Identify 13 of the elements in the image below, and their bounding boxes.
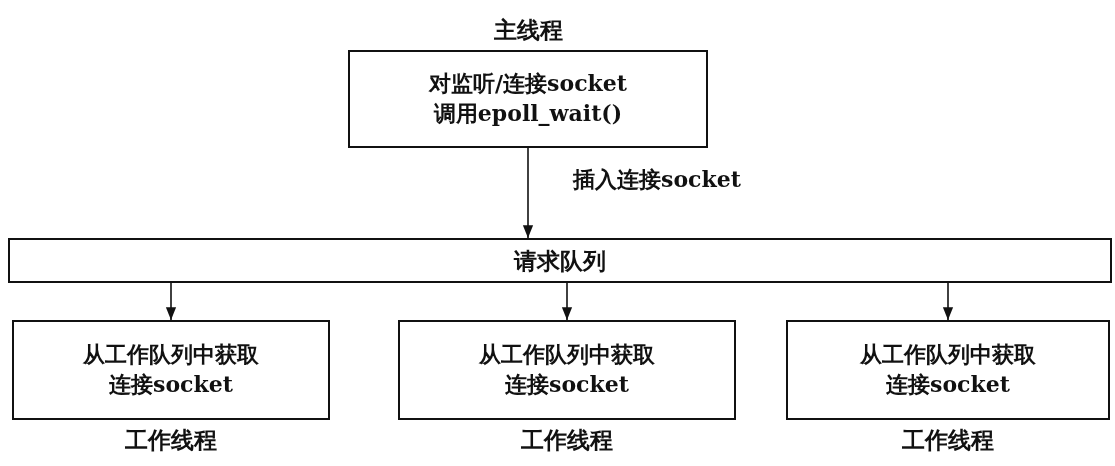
process-text: 从工作队列中获取连接socket: [478, 340, 656, 399]
process-text: 从工作队列中获取连接socket: [859, 340, 1037, 399]
process-text: 从工作队列中获取连接socket: [82, 340, 260, 399]
arrow: [561, 282, 573, 321]
arrow: [165, 282, 177, 321]
node-heading: 工作线程: [521, 426, 613, 454]
arrow: [942, 282, 954, 321]
queue-label: 请求队列: [514, 246, 606, 275]
node-heading: 工作线程: [902, 426, 994, 454]
node-heading: 主线程: [493, 15, 563, 46]
process-text: 对监听/连接socket调用epoll_wait(): [428, 69, 628, 128]
arrow: [522, 147, 534, 239]
node-heading: 工作线程: [125, 426, 217, 454]
